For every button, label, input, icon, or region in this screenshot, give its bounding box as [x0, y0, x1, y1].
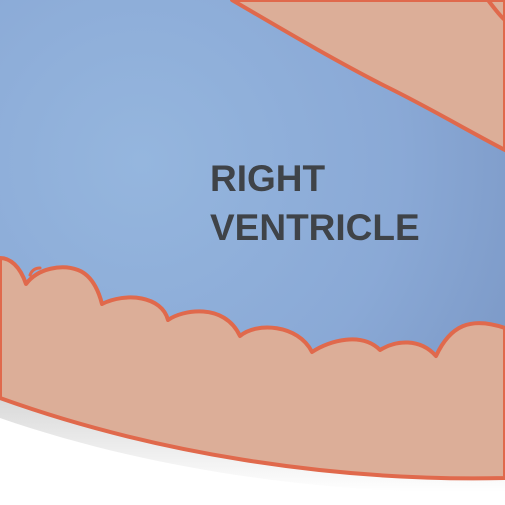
upper-muscle-fold	[486, 0, 505, 22]
chamber-label-line-1: RIGHT	[210, 158, 326, 199]
upper-muscle-wall	[230, 0, 505, 152]
trabecula-detail	[28, 266, 42, 277]
wall-shadow	[0, 398, 505, 493]
lower-muscle-wall	[0, 256, 505, 481]
chamber-label-line-2: VENTRICLE	[210, 207, 420, 248]
